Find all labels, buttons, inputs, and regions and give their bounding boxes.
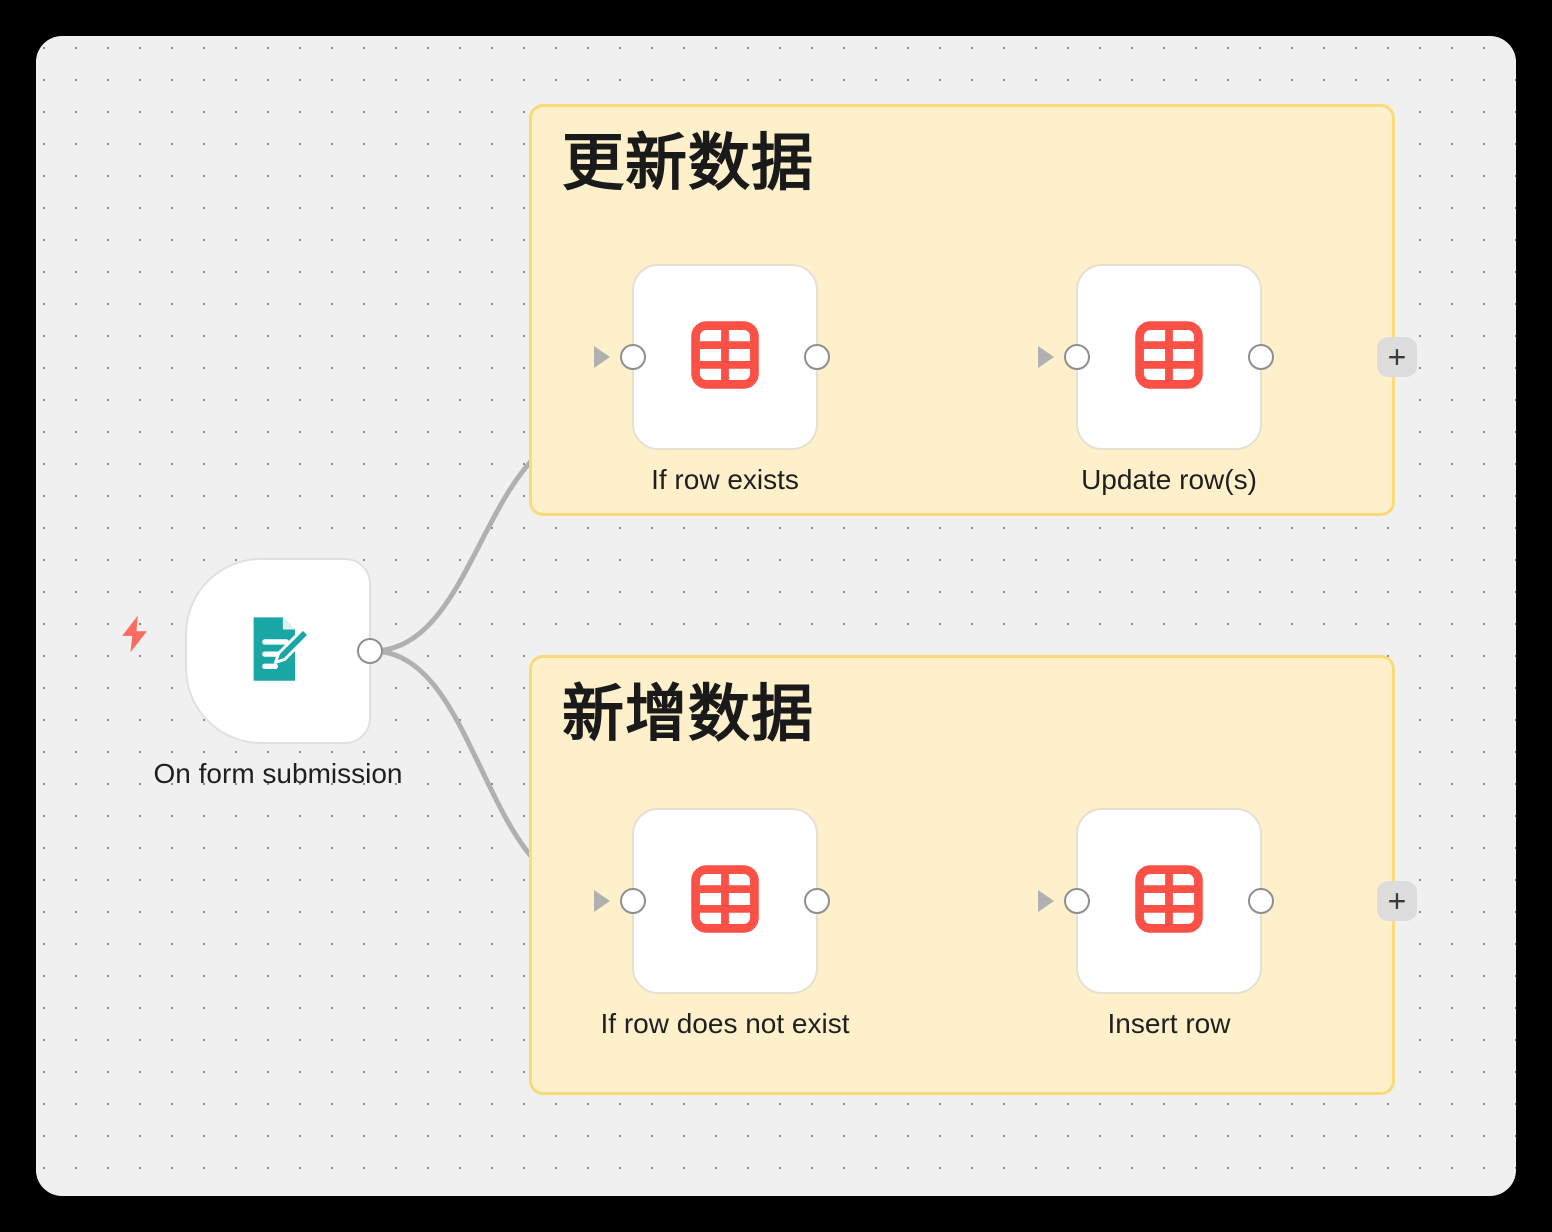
sticky-note-title-update: 更新数据 [562, 129, 815, 198]
spreadsheet-grid-icon [689, 319, 761, 396]
output-port-if-row-exists[interactable] [804, 344, 830, 370]
node-insert-row[interactable]: Insert row [1038, 808, 1274, 1039]
node-label-update-rows: Update row(s) [1081, 464, 1257, 495]
workflow-canvas[interactable]: 更新数据 新增数据 On form submission [36, 36, 1516, 1196]
node-label-insert-row: Insert row [1107, 1008, 1231, 1039]
input-port-insert-row[interactable] [1064, 888, 1090, 914]
add-node-button-update-branch[interactable]: + [1377, 337, 1417, 377]
arrow-head-if-row-exists [594, 346, 610, 368]
node-label-if-row-does-not-exist: If row does not exist [600, 1008, 850, 1039]
input-port-if-row-exists[interactable] [620, 344, 646, 370]
node-update-rows[interactable]: Update row(s) [1038, 264, 1274, 495]
node-label-if-row-exists: If row exists [651, 464, 799, 495]
node-label-on-form-submission: On form submission [153, 758, 403, 789]
trigger-output-port[interactable] [357, 638, 383, 664]
node-on-form-submission[interactable]: On form submission [154, 558, 402, 789]
arrow-head-insert-row [1038, 890, 1054, 912]
node-if-row-exists[interactable]: If row exists [594, 264, 830, 495]
spreadsheet-grid-icon [689, 863, 761, 940]
arrow-head-update-rows [1038, 346, 1054, 368]
arrow-head-if-row-does-not-exist [594, 890, 610, 912]
node-if-row-does-not-exist[interactable]: If row does not exist [594, 808, 850, 1039]
output-port-if-row-does-not-exist[interactable] [804, 888, 830, 914]
lightning-bolt-icon [113, 608, 157, 660]
add-node-button-insert-branch[interactable]: + [1377, 881, 1417, 921]
input-port-if-row-does-not-exist[interactable] [620, 888, 646, 914]
sticky-note-title-insert: 新增数据 [562, 680, 815, 749]
output-port-insert-row[interactable] [1248, 888, 1274, 914]
input-port-update-rows[interactable] [1064, 344, 1090, 370]
spreadsheet-grid-icon [1133, 319, 1205, 396]
spreadsheet-grid-icon [1133, 863, 1205, 940]
output-port-update-rows[interactable] [1248, 344, 1274, 370]
form-edit-icon [239, 610, 317, 693]
